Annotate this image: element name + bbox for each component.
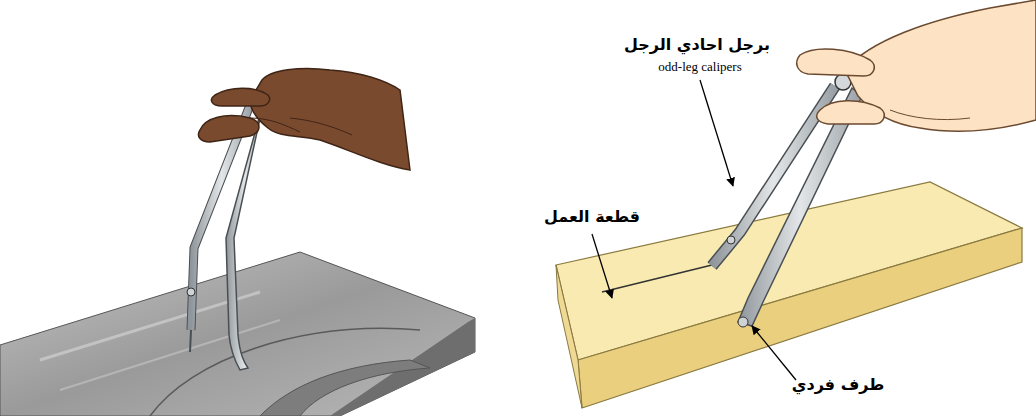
part-label: طرف فردي [792, 376, 884, 394]
hand [797, 0, 1036, 131]
leader-lines [592, 80, 796, 380]
leader-line [592, 234, 612, 298]
part-label-english: odd-leg calipers [658, 60, 741, 75]
part-label: برجل احادي الرجل [624, 36, 770, 54]
odd-leg-caliper [187, 90, 264, 370]
hand [198, 68, 410, 170]
part-label: قطعة العمل [544, 208, 640, 226]
leader-line [752, 326, 796, 380]
leader-line [700, 80, 733, 186]
